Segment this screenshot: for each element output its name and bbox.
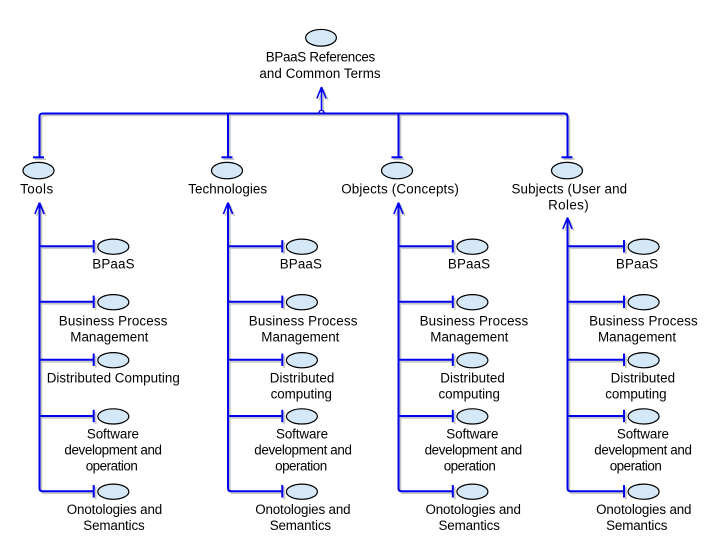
svg-text:Management: Management <box>430 330 508 345</box>
svg-text:Semantics: Semantics <box>439 518 501 533</box>
svg-text:operation: operation <box>275 458 327 473</box>
svg-text:Business Process: Business Process <box>589 314 698 329</box>
svg-text:computing: computing <box>605 386 666 401</box>
svg-text:and Common Terms: and Common Terms <box>259 66 380 81</box>
svg-text:Onotologies and: Onotologies and <box>596 502 691 517</box>
svg-text:operation: operation <box>444 458 496 473</box>
svg-text:Distributed: Distributed <box>440 370 505 385</box>
svg-text:BPaaS: BPaaS <box>448 257 490 272</box>
svg-text:Software: Software <box>446 427 498 442</box>
svg-text:Semantics: Semantics <box>83 518 145 533</box>
svg-text:operation: operation <box>86 458 138 473</box>
svg-text:BPaaS References: BPaaS References <box>266 50 376 65</box>
svg-text:Objects (Concepts): Objects (Concepts) <box>341 182 459 197</box>
svg-text:computing: computing <box>271 386 332 401</box>
svg-text:Distributed: Distributed <box>270 370 335 385</box>
svg-text:Software: Software <box>87 427 139 442</box>
svg-text:Onotologies and: Onotologies and <box>255 502 350 517</box>
svg-text:Semantics: Semantics <box>270 518 332 533</box>
svg-text:Software: Software <box>276 427 328 442</box>
svg-text:Software: Software <box>617 427 669 442</box>
svg-text:development and: development and <box>594 443 692 458</box>
svg-text:development and: development and <box>254 443 352 458</box>
svg-text:Technologies: Technologies <box>188 182 267 197</box>
svg-text:Onotologies and: Onotologies and <box>67 502 162 517</box>
svg-text:BPaaS: BPaaS <box>616 257 658 272</box>
svg-text:operation: operation <box>610 458 662 473</box>
svg-text:development and: development and <box>64 443 162 458</box>
svg-text:Distributed: Distributed <box>611 370 676 385</box>
svg-text:BPaaS: BPaaS <box>92 257 134 272</box>
svg-text:Management: Management <box>70 330 148 345</box>
svg-text:Onotologies and: Onotologies and <box>426 502 521 517</box>
svg-text:Subjects (User and: Subjects (User and <box>512 182 628 197</box>
svg-text:Roles): Roles) <box>548 198 589 213</box>
svg-text:Business Process: Business Process <box>420 314 529 329</box>
svg-text:Business Process: Business Process <box>249 314 358 329</box>
svg-text:BPaaS: BPaaS <box>280 257 322 272</box>
svg-text:Business Process: Business Process <box>59 314 168 329</box>
svg-text:Distributed Computing: Distributed Computing <box>47 370 180 385</box>
svg-text:Management: Management <box>598 330 676 345</box>
svg-text:development and: development and <box>425 443 523 458</box>
svg-text:Semantics: Semantics <box>606 518 668 533</box>
svg-text:computing: computing <box>439 386 500 401</box>
svg-text:Management: Management <box>261 330 339 345</box>
svg-text:Tools: Tools <box>20 182 53 197</box>
